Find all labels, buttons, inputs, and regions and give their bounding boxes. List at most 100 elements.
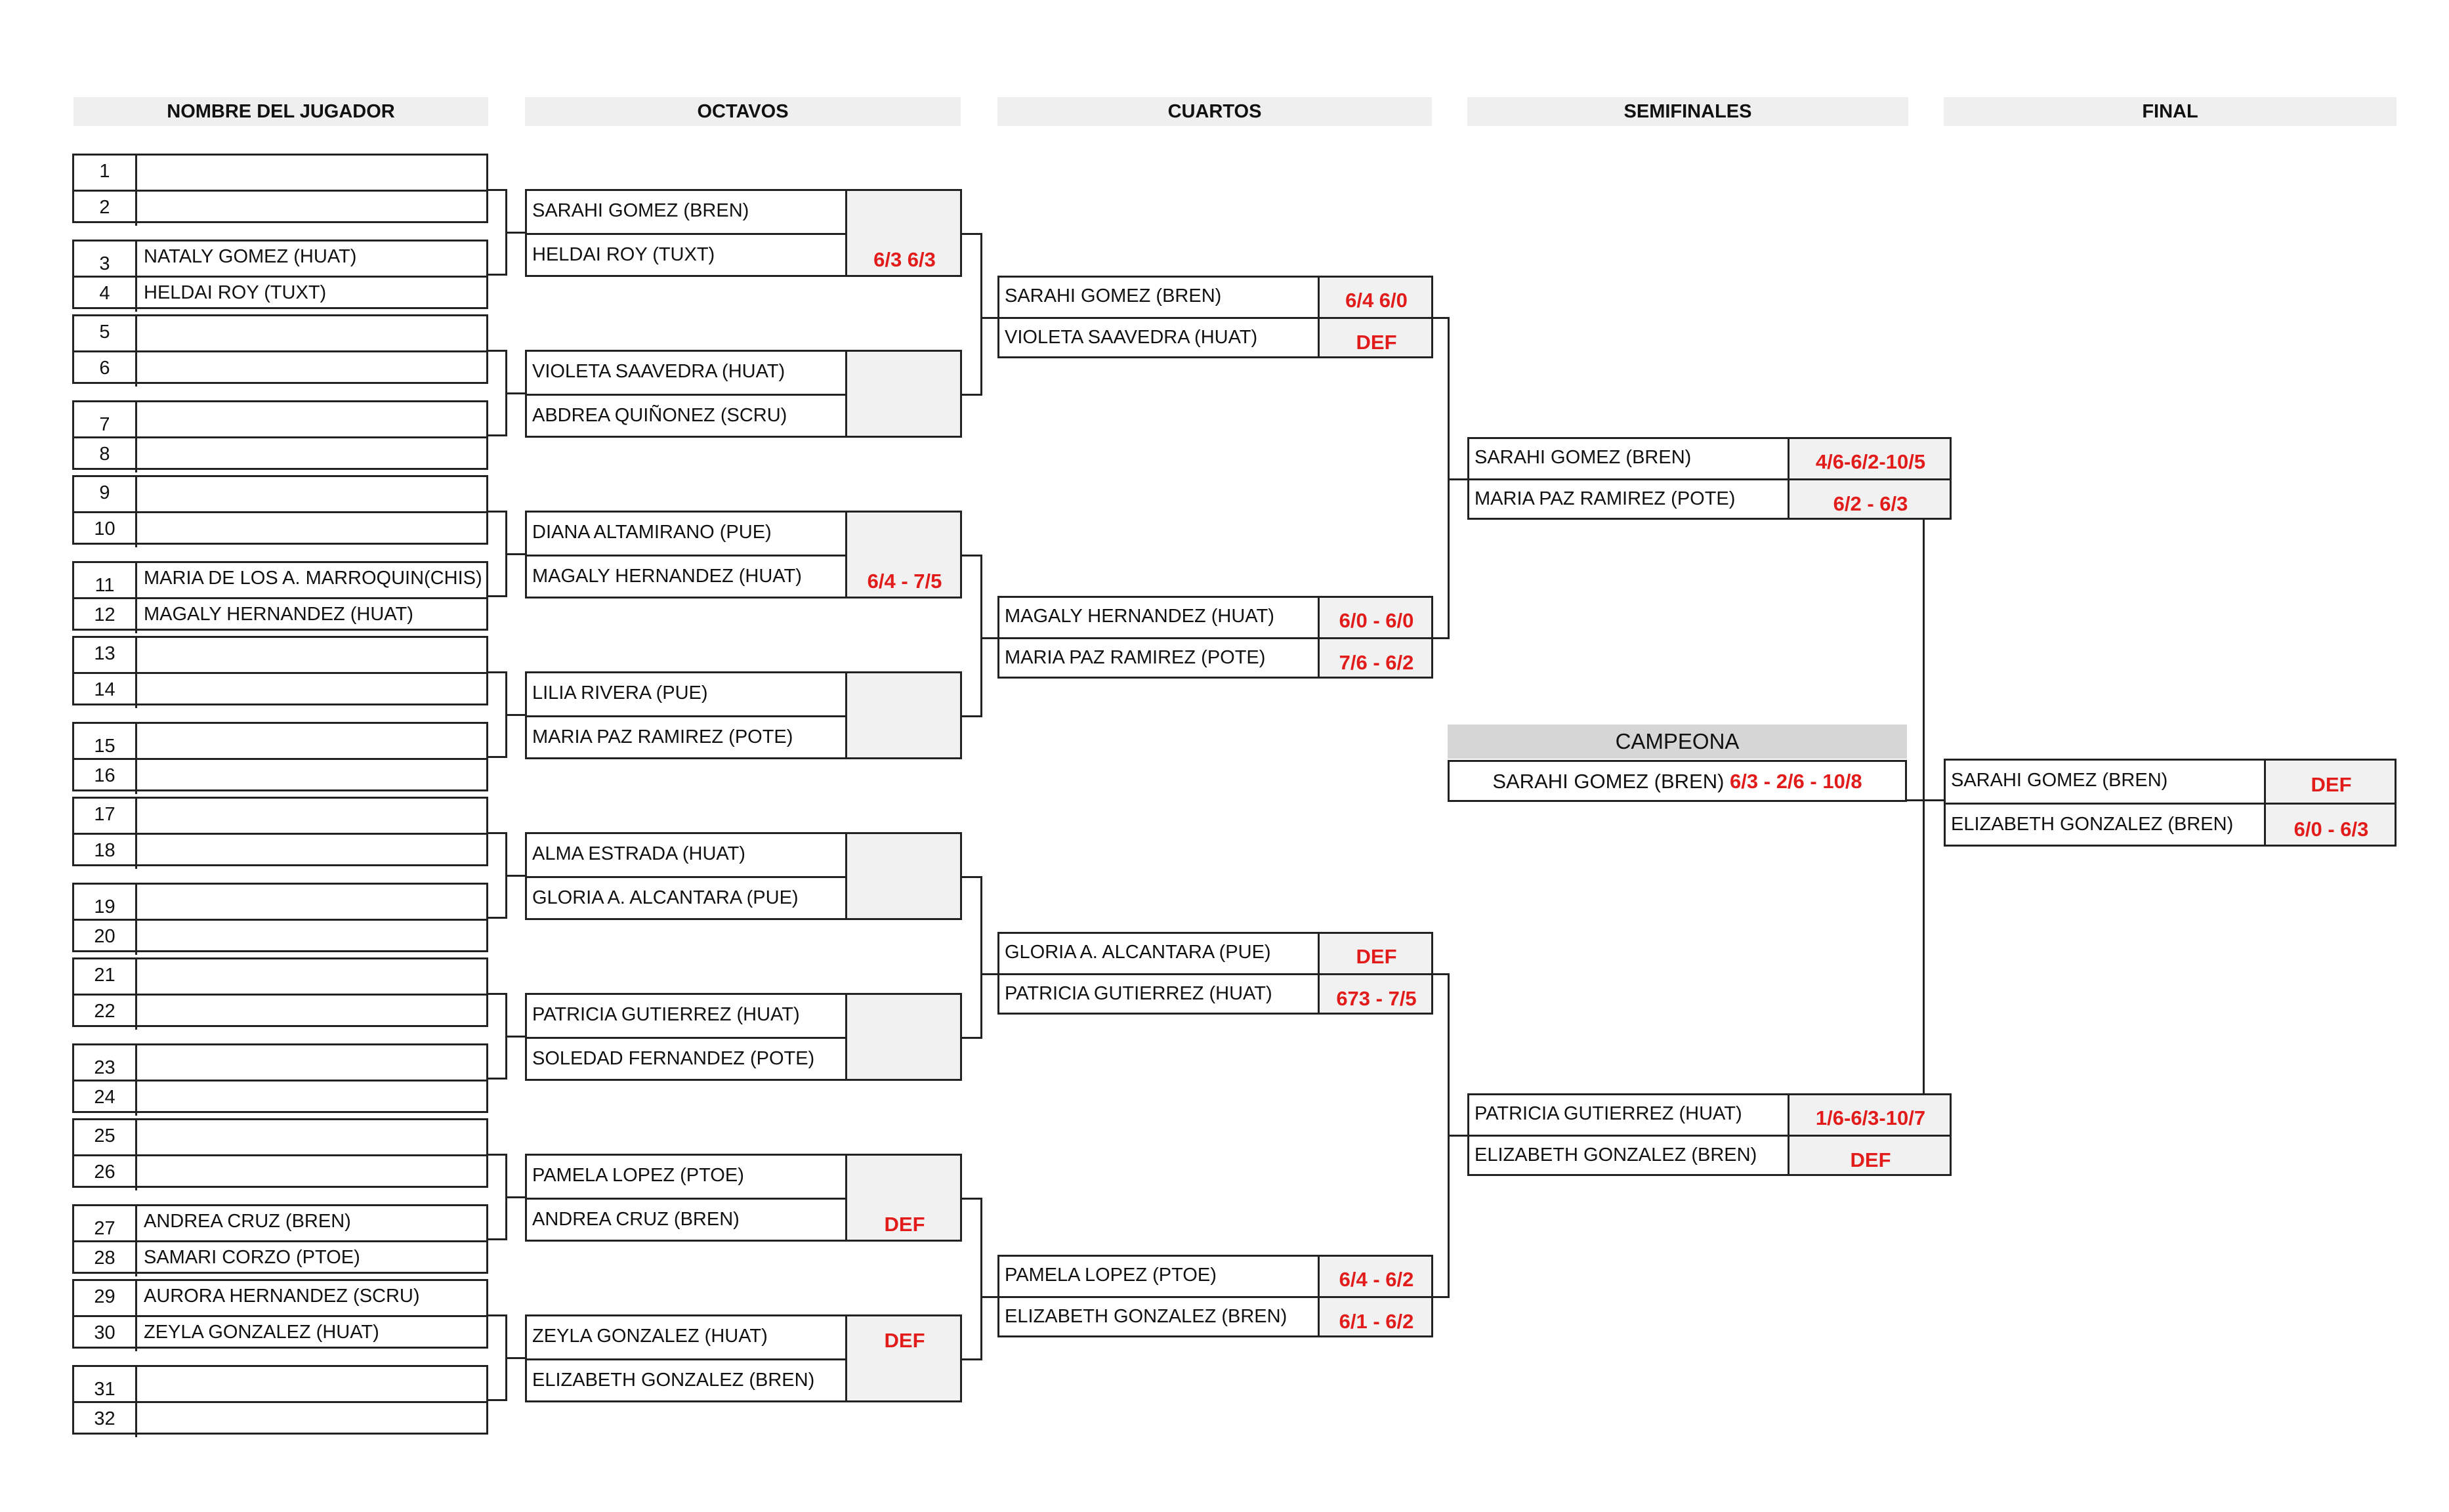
player-row: 32 [74,1401,486,1437]
bracket-line [505,874,525,877]
player-row: 25 [74,1120,486,1154]
seed-number: 14 [74,674,137,708]
player-row: 22 [74,994,486,1030]
bracket-line [488,189,507,191]
seed-number: 32 [74,1403,137,1437]
player-row: 10 [74,511,486,547]
player-name: NATALY GOMEZ (HUAT) [144,246,357,267]
bracket-line [962,233,982,235]
bracket-line [1433,317,1450,319]
octavos-match: PAMELA LOPEZ (PTOE)ANDREA CRUZ (BREN)DEF [525,1154,962,1242]
score-cell [845,352,960,436]
match-player-1: LILIA RIVERA (PUE) [532,682,708,704]
match-player-1: ALMA ESTRADA (HUAT) [532,843,745,864]
match-player-1: VIOLETA SAAVEDRA (HUAT) [532,361,785,382]
match-player-2: ELIZABETH GONZALEZ (BREN) [1475,1144,1757,1166]
campeona-name: SARAHI GOMEZ (BREN) [1492,770,1725,793]
match-score-1: 6/0 - 6/0 [1339,609,1414,632]
seed-number: 15 [74,724,137,758]
seed-number: 5 [74,316,137,350]
cuartos-match: GLORIA A. ALCANTARA (PUE)PATRICIA GUTIER… [997,932,1433,1015]
bracket-line [488,832,507,834]
octavos-match: PATRICIA GUTIERREZ (HUAT)SOLEDAD FERNAND… [525,993,962,1081]
bracket-line [488,671,507,673]
player-row: 7 [74,402,486,436]
player-row: 2 [74,190,486,226]
score-cell [845,1156,960,1240]
seed-number: 26 [74,1156,137,1190]
bracket-line [962,1198,982,1200]
row-divider [999,637,1431,639]
match-player-2: ANDREA CRUZ (BREN) [532,1208,740,1230]
score-cell [845,513,960,597]
seed-number: 31 [74,1367,137,1401]
player-row: 17 [74,799,486,833]
bracket-line [1448,317,1450,639]
cuartos-match: SARAHI GOMEZ (BREN) VIOLETA SAAVEDRA (HUA… [997,276,1433,358]
match-player-2: ABDREA QUIÑONEZ (SCRU) [532,404,787,426]
match-player-2: VIOLETA SAAVEDRA (HUAT) [1005,326,1258,348]
bracket-line [488,511,507,513]
player-row: 13 [74,638,486,672]
bracket-line [980,1296,997,1298]
match-score-2: 673 - 7/5 [1336,986,1417,1010]
match-score-1: 1/6-6/3-10/7 [1815,1106,1926,1129]
seed-number: 22 [74,996,137,1030]
match-score-1: 6/4 - 6/2 [1339,1268,1414,1291]
match-score-1: DEF [1356,945,1397,968]
octavos-match: VIOLETA SAAVEDRA (HUAT) ABDREA QUIÑONEZ (… [525,350,962,438]
player-name: HELDAI ROY (TUXT) [144,282,327,303]
bracket-line [962,555,982,556]
player-row: 20 [74,919,486,955]
row-divider [999,973,1431,975]
match-score-2: 6/3 6/3 [873,247,936,271]
seed-number: 23 [74,1045,137,1080]
player-row: 1 [74,156,486,190]
semifinal-match: SARAHI GOMEZ (BREN)MARIA PAZ RAMIREZ (PO… [1467,437,1952,520]
bracket-line [980,637,997,639]
bracket-line [1907,799,1944,801]
bracket-line [505,1356,525,1359]
bracket-line [1433,973,1450,975]
match-player-1: SARAHI GOMEZ (BREN) [1005,285,1222,306]
row-divider [527,1198,847,1200]
bracket-line [1433,1296,1450,1298]
match-player-2: ELIZABETH GONZALEZ (BREN) [1005,1305,1287,1327]
bracket-line [962,1358,982,1360]
seed-number: 25 [74,1120,137,1154]
row-divider [527,715,847,717]
seed-number: 7 [74,402,137,436]
campeona-title: CAMPEONA [1448,724,1907,759]
seed-number: 20 [74,921,137,955]
bracket-line [980,555,982,717]
match-player-2: MARIA PAZ RAMIREZ (POTE) [532,726,793,747]
row-divider [999,317,1431,319]
match-player-1: SARAHI GOMEZ (BREN) [1951,770,2168,791]
match-player-2: MARIA PAZ RAMIREZ (POTE) [1475,488,1736,509]
seed-number: 30 [74,1317,137,1351]
match-player-1: PATRICIA GUTIERREZ (HUAT) [532,1004,800,1025]
row-divider [527,1037,847,1039]
score-cell [845,834,960,918]
match-player-2: ELIZABETH GONZALEZ (BREN) [532,1369,815,1391]
seed-number: 8 [74,438,137,472]
match-score-2: 6/1 - 6/2 [1339,1309,1414,1333]
player-row: 18 [74,833,486,869]
semifinal-match: PATRICIA GUTIERREZ (HUAT)ELIZABETH GONZA… [1467,1093,1952,1176]
